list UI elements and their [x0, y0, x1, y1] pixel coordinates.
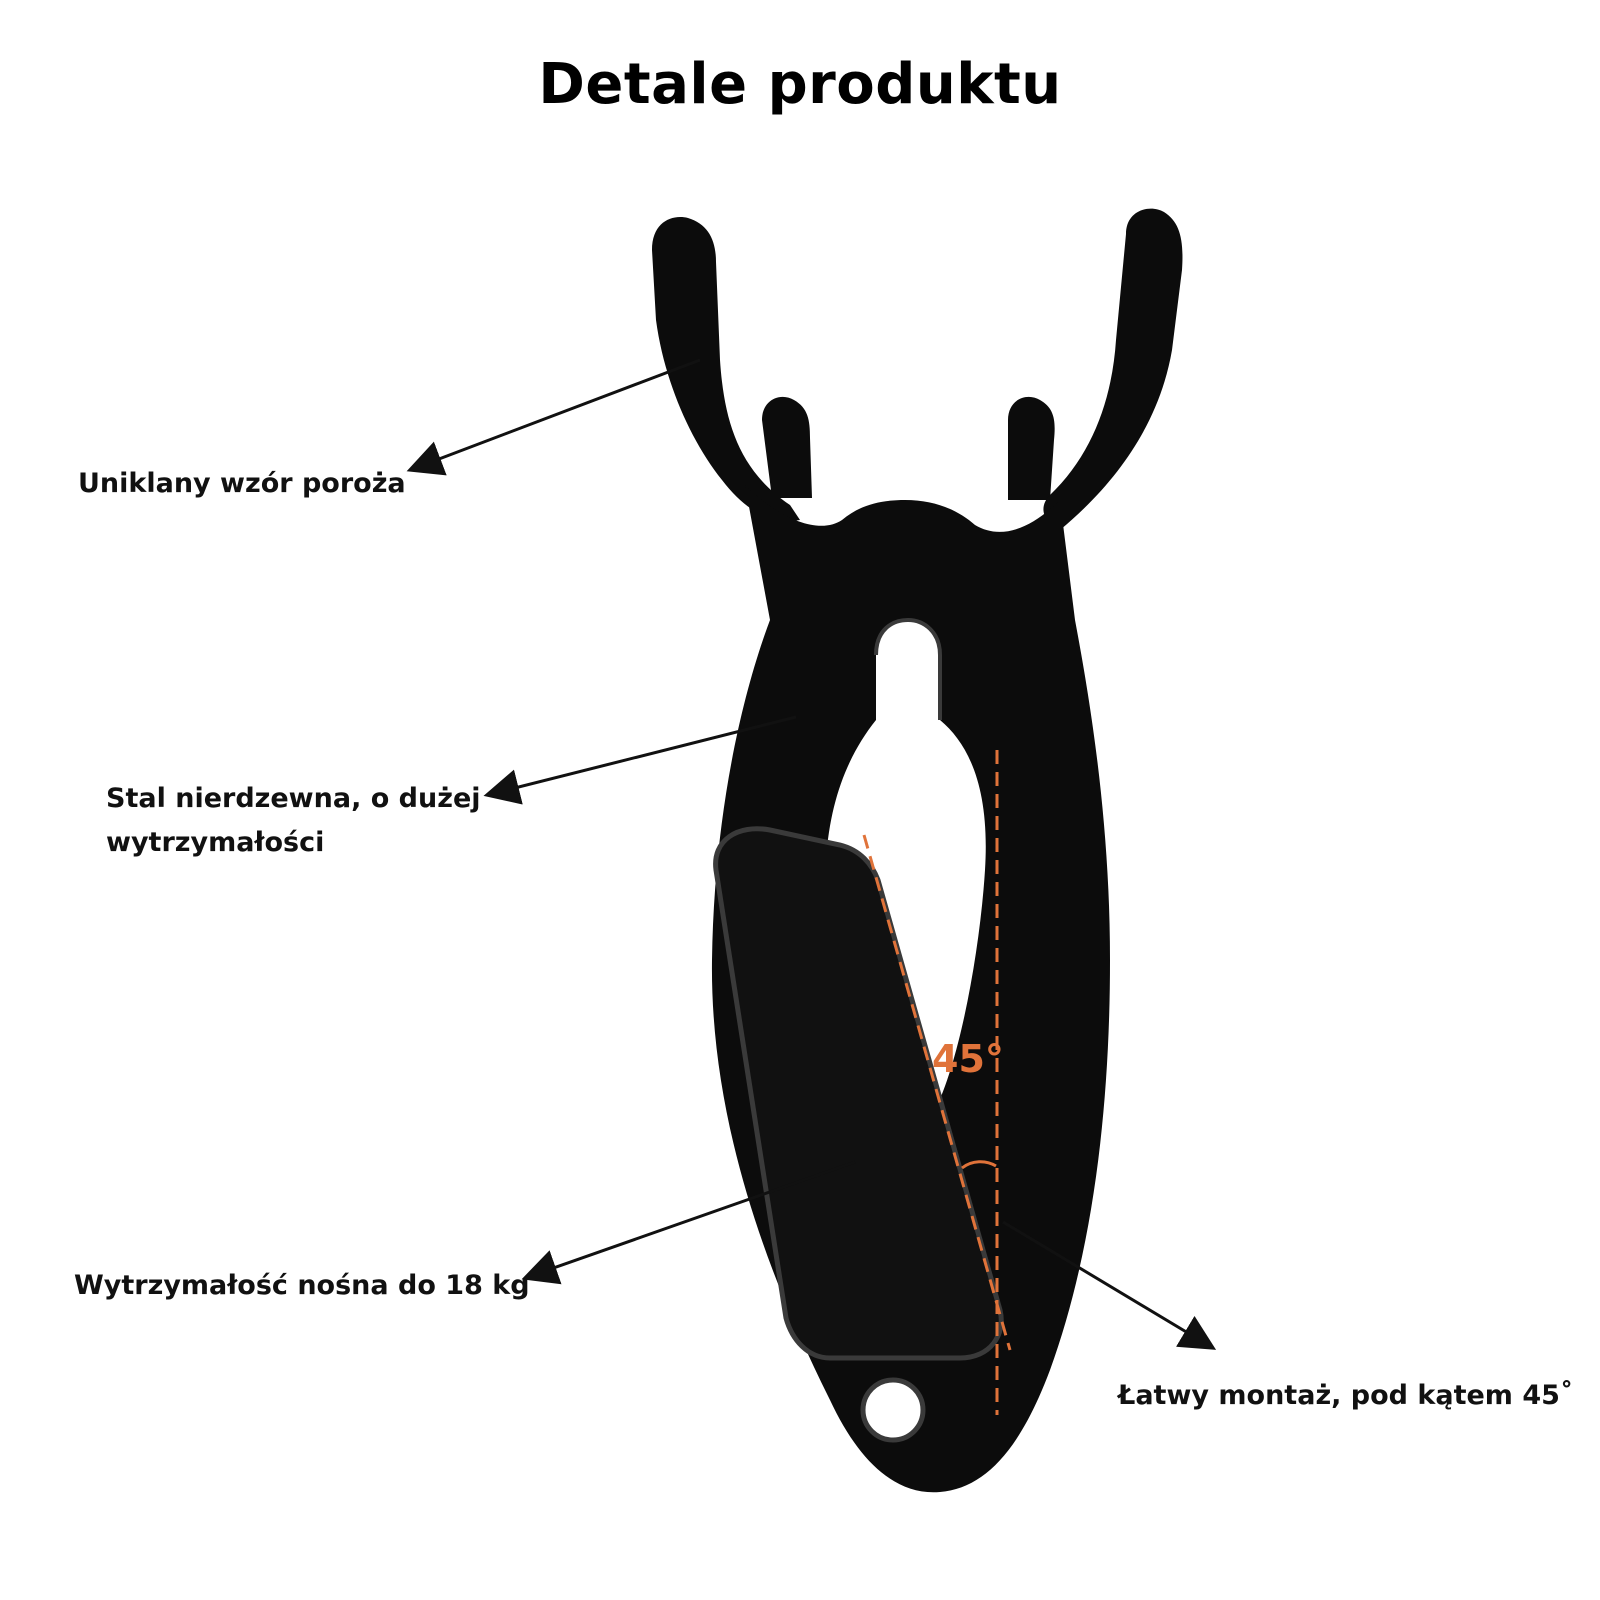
page-title: Detale produktu — [538, 52, 1062, 117]
steel-arrow — [483, 715, 797, 805]
angled-guide-line — [862, 834, 1012, 1351]
right-inner-prong — [1008, 396, 1055, 500]
callout-steel-line2: wytrzymałości — [106, 827, 325, 858]
angle-label: 45° — [932, 1037, 1004, 1081]
mounting-hole — [860, 1377, 926, 1443]
angle-guide: 45° — [862, 750, 1012, 1415]
callout-load: Wytrzymałość nośna do 18 kg — [74, 1270, 530, 1301]
angle-arc — [961, 1160, 997, 1170]
antler-arrow — [406, 358, 701, 476]
antler-hook — [652, 208, 1183, 1493]
slot-highlight — [874, 617, 942, 720]
mount-arrow — [1002, 1220, 1217, 1350]
callout-mount: Łatwy montaż, pod kątem 45˚ — [1118, 1380, 1574, 1411]
callout-steel-line1: Stal nierdzewna, o dużej — [106, 783, 481, 814]
callout-steel: Stal nierdzewna, o dużej wytrzymałości — [106, 777, 481, 865]
left-inner-prong — [762, 396, 812, 498]
load-arrow — [521, 1160, 856, 1285]
right-outer-prong — [1043, 208, 1183, 531]
callout-antler: Uniklany wzór poroża — [78, 468, 406, 499]
left-outer-prong — [652, 217, 800, 521]
